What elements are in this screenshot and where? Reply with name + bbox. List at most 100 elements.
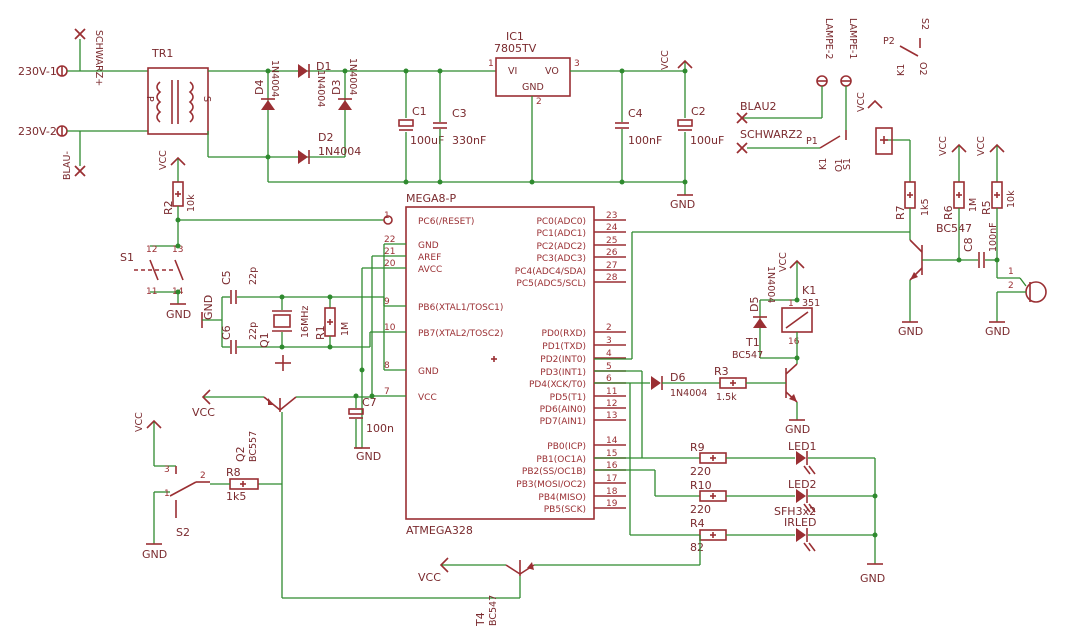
relay-p1: P1 bbox=[806, 136, 818, 147]
mcu-pin-number: 11 bbox=[606, 387, 617, 397]
r10-value: 220 bbox=[690, 503, 711, 516]
mcu-pin-number: 16 bbox=[606, 461, 618, 471]
ic1-vi: VI bbox=[508, 66, 517, 77]
regulator-ic1 bbox=[495, 57, 571, 97]
mcu-pin-name: PD3(INT1) bbox=[540, 368, 586, 378]
mcu-pin-number: 7 bbox=[384, 387, 390, 397]
relay-s2: S2 bbox=[919, 18, 930, 30]
label-schwarz2: SCHWARZ2 bbox=[740, 128, 803, 141]
q2-label: Q2 bbox=[234, 446, 247, 462]
r6-value: 1M bbox=[968, 198, 979, 212]
label-blau-minus: BLAU- bbox=[62, 151, 73, 180]
mcu-pin-name: GND bbox=[418, 241, 439, 251]
mcu-pin-name: PC4(ADC4/SDA) bbox=[515, 267, 586, 277]
q2-value: BC557 bbox=[248, 431, 259, 462]
mcu-pin-number: 26 bbox=[606, 248, 618, 258]
relay-p2: P2 bbox=[883, 36, 895, 47]
q1-label: Q1 bbox=[258, 332, 271, 348]
power-supply-section: 230V-1 230V-2 SCHWARZ+ BLAU- TR1 P S D1 … bbox=[18, 28, 724, 211]
c7-label: C7 bbox=[362, 396, 377, 409]
mcu-pin-name: PD2(INT0) bbox=[540, 355, 586, 365]
svg-text:3: 3 bbox=[574, 59, 580, 69]
q2-vcc-label: VCC bbox=[192, 406, 215, 419]
label-230v-1: 230V-1 bbox=[18, 65, 57, 78]
d5-label: D5 bbox=[748, 297, 761, 312]
mcu-pin-number: 21 bbox=[384, 247, 395, 257]
atmega-mcu: MEGA8-P ATMEGA328 PC6(/RESET)1GND22AREF2… bbox=[384, 192, 626, 537]
c3-value: 330nF bbox=[452, 134, 486, 147]
mcu-pin-number: 3 bbox=[606, 336, 612, 346]
mic-gnd-label: GND bbox=[985, 325, 1010, 338]
mcu-pin-number: 12 bbox=[606, 399, 617, 409]
svg-text:1: 1 bbox=[164, 489, 170, 499]
svg-text:2: 2 bbox=[536, 97, 542, 107]
t4-label: T4 bbox=[474, 612, 487, 627]
r2-value: 10k bbox=[186, 194, 197, 212]
mcu-pin-name: PD1(TXD) bbox=[542, 342, 586, 352]
mcu-pin-name: PB0(ICP) bbox=[547, 442, 586, 452]
r1-label: R1 bbox=[314, 325, 327, 340]
r5-vcc-label: VCC bbox=[976, 136, 987, 156]
r6-label: R6 bbox=[942, 205, 955, 220]
mcu-pin-number: 5 bbox=[606, 362, 612, 372]
d2-value: 1N4004 bbox=[318, 145, 361, 158]
mcu-name: ATMEGA328 bbox=[406, 524, 473, 537]
d2-label: D2 bbox=[318, 131, 333, 144]
lamp-relay-section: LAMPE-2 LAMPE-1 BLAU2 SCHWARZ2 P1 K1 O1 … bbox=[736, 18, 930, 172]
mcu-pin-name: AREF bbox=[418, 253, 441, 263]
ic1-gnd: GND bbox=[522, 82, 544, 93]
mcu-pin-number: 20 bbox=[384, 259, 396, 269]
t1-value: BC547 bbox=[732, 350, 763, 361]
c2-value: 100uF bbox=[690, 134, 724, 147]
mcu-ref: MEGA8-P bbox=[406, 192, 456, 205]
r5-label: R5 bbox=[980, 200, 993, 215]
t3-gnd-label: GND bbox=[898, 325, 923, 338]
d4-label: D4 bbox=[253, 80, 266, 95]
mcu-pin-number: 10 bbox=[384, 323, 396, 333]
mcu-pin-number: 14 bbox=[606, 436, 618, 446]
mcu-pin-name: GND bbox=[418, 367, 439, 377]
mcu-pin-number: 25 bbox=[606, 236, 617, 246]
mcu-pin-name: PB2(SS/OC1B) bbox=[522, 467, 586, 477]
ic1-label: IC1 bbox=[506, 30, 524, 43]
relay-o2: O2 bbox=[917, 62, 928, 76]
mcu-pin-number: 4 bbox=[606, 349, 612, 359]
svg-text:2: 2 bbox=[1008, 281, 1014, 291]
mcu-pin-number: 28 bbox=[606, 273, 618, 283]
c1-label: C1 bbox=[412, 105, 427, 118]
s1-gnd-label: GND bbox=[166, 308, 191, 321]
mcu-pin-name: PB5(SCK) bbox=[544, 505, 586, 515]
d6-label: D6 bbox=[670, 371, 685, 384]
r7-value: 1k5 bbox=[920, 198, 931, 216]
mcu-pin-name: VCC bbox=[418, 393, 437, 403]
mcu-pin-name: PC2(ADC2) bbox=[536, 242, 586, 252]
mcu-pin-name: PD5(T1) bbox=[550, 393, 586, 403]
mcu-pin-name: PB4(MISO) bbox=[538, 493, 586, 503]
c5-value: 22p bbox=[248, 267, 259, 285]
r9-value: 220 bbox=[690, 465, 711, 478]
d5-value: 1N4004 bbox=[765, 266, 776, 303]
svg-text:16: 16 bbox=[788, 337, 800, 347]
mcu-pin-number: 8 bbox=[384, 361, 390, 371]
mcu-pin-name: PB6(XTAL1/TOSC1) bbox=[418, 303, 503, 313]
gnd-label-top: GND bbox=[670, 198, 695, 211]
mcu-right-pins: PC0(ADC0)23PC1(ADC1)24PC2(ADC2)25PC3(ADC… bbox=[515, 211, 626, 515]
mcu-pin-number: 24 bbox=[606, 223, 618, 233]
svg-text:2: 2 bbox=[200, 471, 206, 481]
c6-label: C6 bbox=[220, 325, 233, 340]
r3-label: R3 bbox=[714, 365, 729, 378]
relay-vcc-label: VCC bbox=[778, 252, 789, 272]
mcu-pin-name: PB3(MOSI/OC2) bbox=[516, 480, 586, 490]
c8-label: C8 bbox=[962, 237, 975, 252]
r4-label: R4 bbox=[690, 517, 705, 530]
mcu-pin-name: PC0(ADC0) bbox=[536, 217, 586, 227]
mcu-pin-name: PC5(ADC5/SCL) bbox=[516, 279, 586, 289]
c4-label: C4 bbox=[628, 107, 643, 120]
s2-gnd-label: GND bbox=[142, 548, 167, 561]
mcu-pin-number: 15 bbox=[606, 449, 617, 459]
r9-label: R9 bbox=[690, 441, 705, 454]
mcu-pin-number: 27 bbox=[606, 261, 617, 271]
r8-value: 1k5 bbox=[226, 490, 246, 503]
r8-label: R8 bbox=[226, 466, 241, 479]
tr-secondary-label: S bbox=[201, 96, 212, 102]
